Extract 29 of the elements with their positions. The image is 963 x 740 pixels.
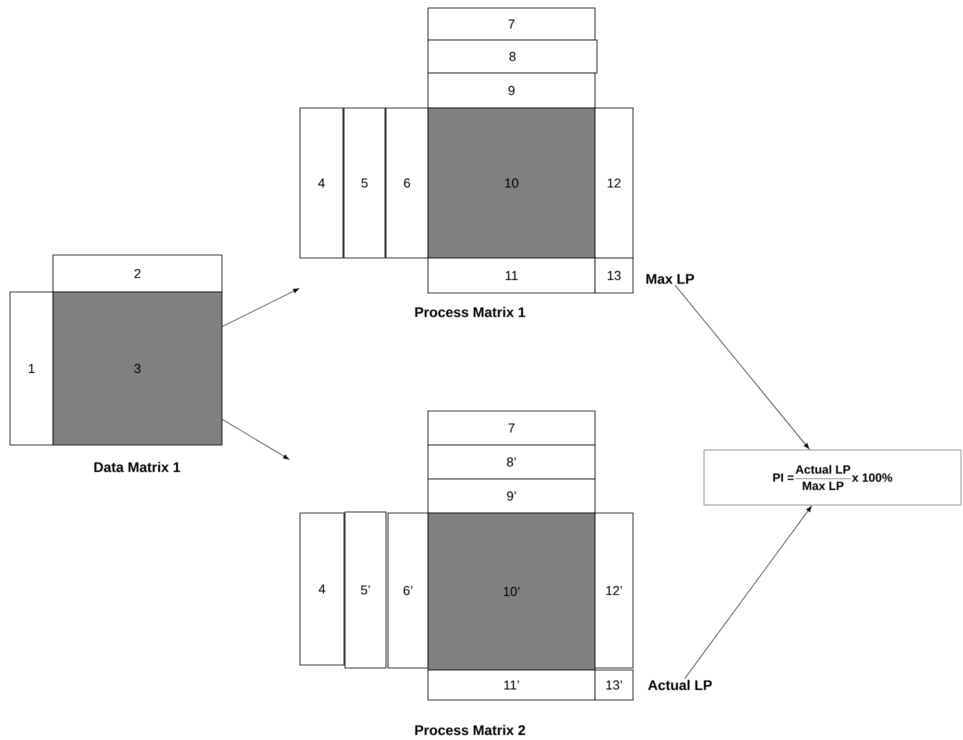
matrix-cell: 10’ (428, 512, 596, 670)
matrix-cell: 2 (52, 254, 222, 292)
matrix-cell: 9’ (428, 478, 596, 514)
matrix-cell: 13 (594, 258, 634, 294)
arrow (674, 284, 810, 450)
formula-box: $\textbf{PI =} \frac{\textbf{Actual LP}}{\textbf{Max LP}} \textbf{x 100\%}$ (704, 450, 962, 506)
matrix-cell: 8 (428, 40, 598, 74)
matrix-cell: 4 (300, 108, 344, 258)
matrix-cell: 13’ (594, 670, 634, 700)
matrix-cell: 6 (386, 108, 428, 258)
matrix-cell: 8’ (428, 444, 596, 480)
matrix-title: Process Matrix 2 (415, 724, 526, 736)
arrow (222, 419, 290, 460)
matrix-cell: 7 (428, 410, 596, 446)
arrow (222, 288, 300, 327)
matrix-cell: 10 (428, 108, 596, 258)
matrix-cell: 7 (428, 8, 596, 40)
matrix-title: Process Matrix 1 (415, 306, 526, 318)
matrix-cell: 4 (300, 512, 344, 666)
matrix-cell: 5’ (344, 512, 386, 668)
matrix-cell: 6’ (388, 512, 428, 668)
arrow (684, 506, 812, 679)
matrix-title: Data Matrix 1 (94, 462, 180, 472)
matrix-cell: 9 (428, 72, 596, 108)
bare-text: Max LP (646, 274, 694, 284)
bare-text: Actual LP (648, 680, 712, 690)
matrix-cell: 3 (52, 292, 222, 446)
matrix-cell: 1 (10, 292, 54, 446)
matrix-cell: 5 (344, 108, 386, 258)
